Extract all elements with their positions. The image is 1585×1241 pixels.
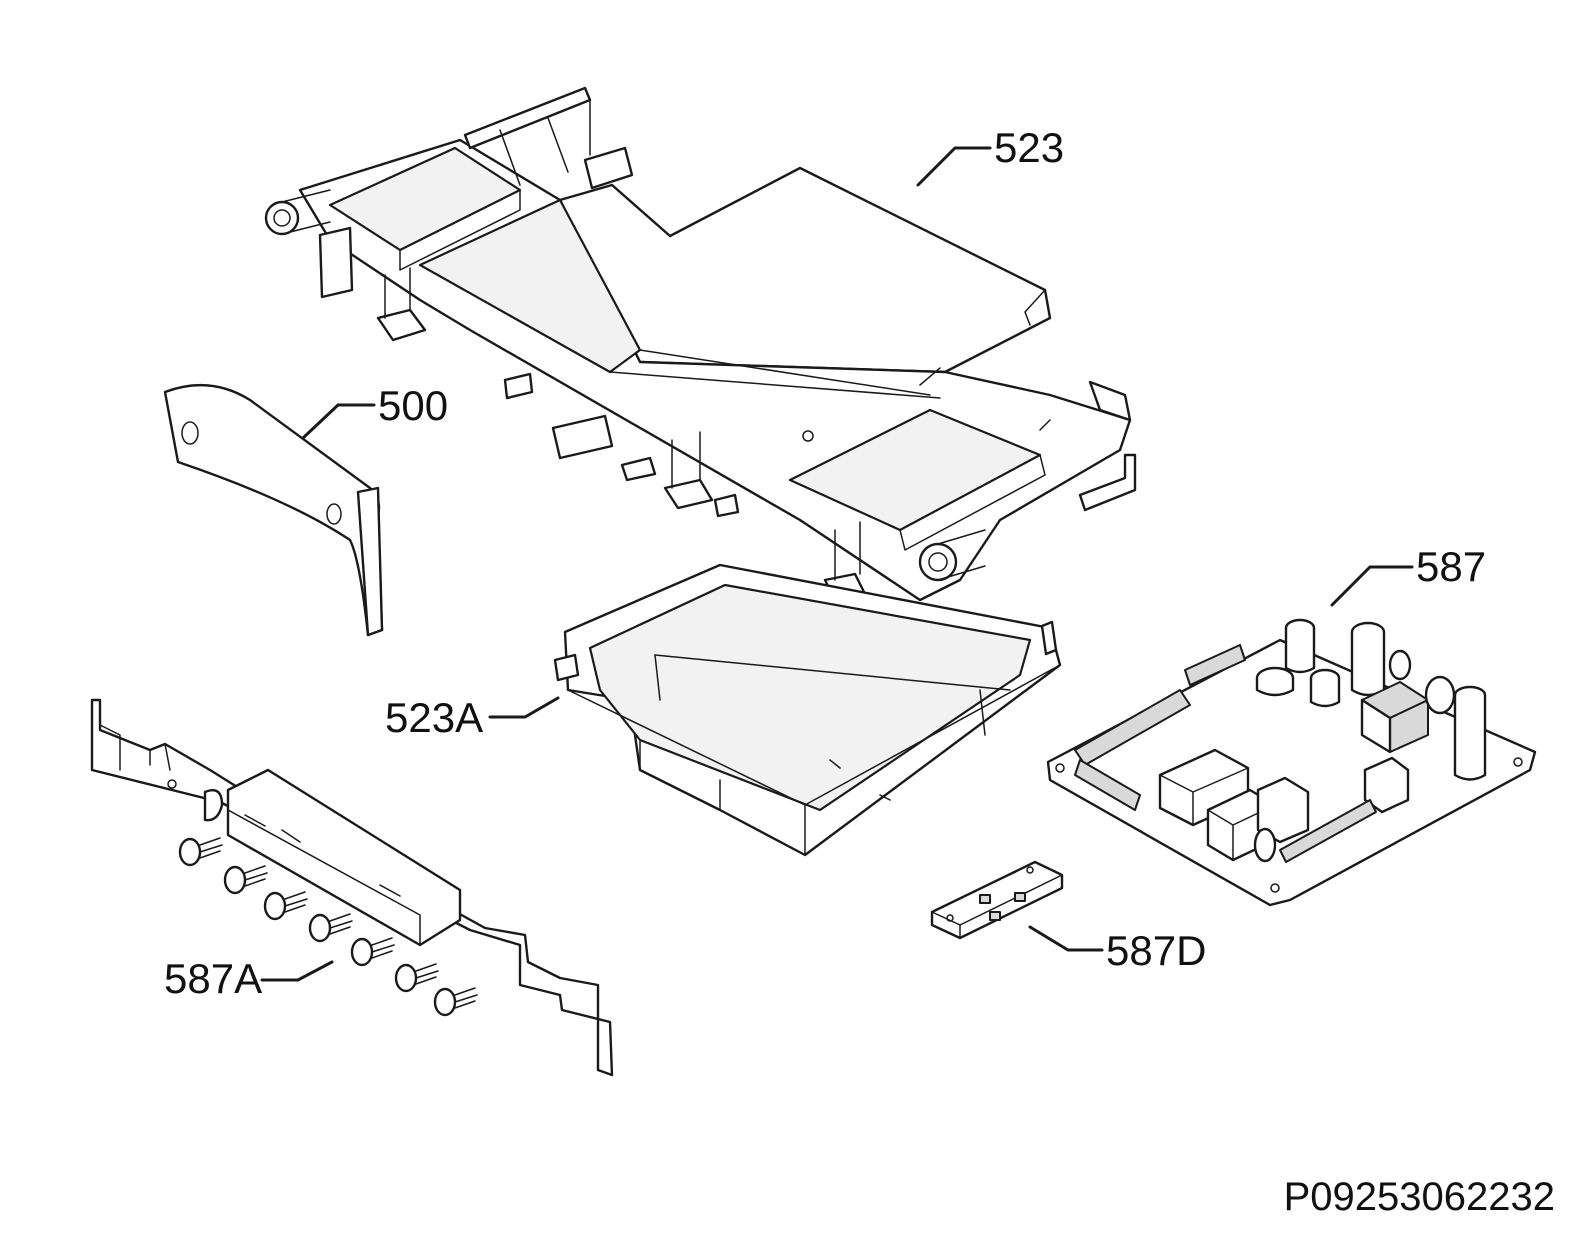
part-587d-button-pcb (930, 860, 1064, 940)
part-587-control-board (1046, 618, 1537, 907)
part-523-cover-frame (264, 86, 1137, 602)
callout-523: 523 (994, 124, 1064, 171)
panel-buttons (178, 837, 478, 1017)
part-587a-display-panel (90, 698, 614, 1077)
callout-523a: 523A (385, 694, 483, 741)
callout-587: 587 (1416, 543, 1486, 590)
leader-523a (488, 696, 560, 719)
callout-587d: 587D (1106, 927, 1206, 974)
leader-500 (301, 403, 376, 440)
callout-587a: 587A (164, 955, 262, 1002)
leader-587a (260, 960, 334, 982)
leader-587d (1028, 925, 1104, 952)
leader-523 (916, 146, 992, 187)
figure-code: P09253062232 (1284, 1175, 1555, 1219)
part-500-flap (163, 383, 384, 637)
callout-500: 500 (378, 382, 448, 429)
leader-587 (1330, 565, 1414, 607)
part-523a-tray (553, 563, 1062, 857)
